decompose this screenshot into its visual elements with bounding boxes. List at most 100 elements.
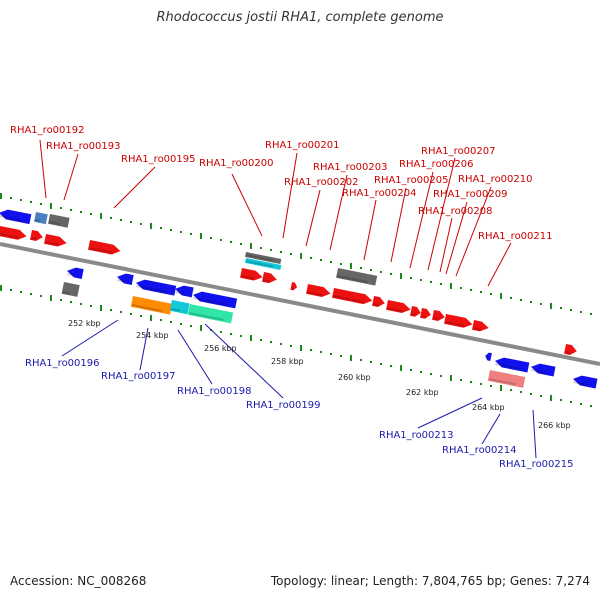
gene-ro00197-orange-shade [132, 304, 163, 313]
scale-dot [220, 239, 222, 241]
gene-ro00200-cyan [245, 258, 282, 270]
gene-left-5-shape [30, 230, 43, 241]
scale-dot [130, 313, 132, 315]
gene-right-1-shape [564, 344, 577, 355]
scale-dot [530, 393, 532, 395]
scale-dot [410, 277, 412, 279]
gene-ro00209b [432, 310, 445, 321]
scale-dot [420, 371, 422, 373]
scale-dot [90, 213, 92, 215]
top-gene-connector [329, 174, 348, 251]
scale-dot [490, 385, 492, 387]
kbp-tick-label: 258 kbp [271, 357, 304, 366]
gene-left-5 [30, 230, 43, 241]
gene-ro00214-pink-shade [489, 378, 516, 386]
gene-ro00198-cyan-shape [169, 300, 190, 315]
gene-right-2 [485, 352, 492, 362]
gene-ro00211-shade [473, 327, 481, 331]
scale-dot [70, 301, 72, 303]
top-gene-label: RHA1_ro00203 [313, 162, 388, 173]
gene-ro00197 [175, 285, 194, 298]
gene-ro00207 [386, 300, 411, 313]
gene-ro00204 [306, 284, 331, 297]
top-gene-connector [487, 242, 512, 287]
gene-ro00213-shape [495, 357, 530, 373]
gene-right-2-shape [485, 352, 492, 362]
gene-ro00204-shape [306, 284, 331, 297]
top-gene-label: RHA1_ro00205 [374, 175, 449, 186]
scale-dot [80, 211, 82, 213]
scale-dot [460, 287, 462, 289]
gene-ro00206 [372, 296, 385, 307]
scale-dot [420, 279, 422, 281]
gene-ro00201-shape [240, 268, 263, 281]
gene-ro00199-green-shade [189, 312, 224, 321]
gene-left-5-shade [31, 237, 37, 241]
scale-dot [440, 283, 442, 285]
gene-left-4-shape [0, 226, 27, 240]
scale-dot [460, 379, 462, 381]
top-gene-connector [282, 152, 298, 239]
scale-dot [540, 395, 542, 397]
gene-ro00200-grey-shape [245, 252, 282, 264]
gene-ro00207-shape [386, 300, 411, 313]
scale-dot [180, 231, 182, 233]
scale-dot [290, 345, 292, 347]
bottom-gene-connector [204, 323, 284, 399]
scale-dot [140, 315, 142, 317]
scale-dot [450, 283, 452, 289]
scale-dot [10, 197, 12, 199]
gene-ro00196 [117, 273, 134, 285]
top-gene-connector [455, 186, 492, 277]
gene-left-8 [67, 267, 84, 279]
gene-ro00215-shade [573, 381, 589, 386]
map-title: Rhodococcus jostii RHA1, complete genome [156, 10, 444, 25]
scale-dot [430, 281, 432, 283]
scale-dot [60, 299, 62, 301]
gene-ro00210 [444, 314, 473, 328]
scale-dot [320, 259, 322, 261]
gene-ro00196-shape [117, 273, 134, 285]
scale-dot [120, 219, 122, 221]
gene-ro00210-shape [444, 314, 473, 328]
gene-ro00202b-shape [290, 282, 298, 291]
kbp-tick-label: 266 kbp [538, 421, 571, 430]
scale-dot [190, 325, 192, 327]
scale-dot [10, 289, 12, 291]
scale-dot [30, 293, 32, 295]
gene-ro00202-shade [263, 279, 270, 283]
scale-dot [30, 201, 32, 203]
scale-dot [80, 303, 82, 305]
gene-ro00197-orange [130, 296, 173, 315]
gene-ro00200-cyan-shape [245, 258, 282, 270]
gene-ro00208-shape [410, 306, 421, 317]
gene-ro00204-shade [307, 291, 323, 296]
top-gene-connector [39, 139, 47, 199]
scale-dot [510, 389, 512, 391]
gene-left-2-shape [34, 212, 48, 225]
top-gene-connector [409, 171, 434, 269]
gene-ro00196b [136, 279, 177, 296]
scale-dot [360, 359, 362, 361]
scale-dot [490, 293, 492, 295]
scale-dot [230, 333, 232, 335]
gene-ro00211 [472, 320, 489, 332]
gene-ro00202b-shade [291, 287, 294, 290]
gene-ro00199-green-shape [187, 304, 234, 324]
gene-left-1-shape [0, 209, 32, 225]
gene-ro00214-pink [487, 370, 526, 388]
gene-ro00203-shape [336, 268, 378, 286]
gene-ro00197-orange-shape [130, 296, 173, 315]
gene-left-9 [61, 282, 80, 297]
kbp-tick-label: 262 kbp [406, 388, 439, 397]
gene-ro00215-shape [573, 375, 598, 389]
top-gene-label: RHA1_ro00206 [399, 159, 474, 170]
top-gene-label: RHA1_ro00192 [10, 125, 85, 136]
gene-ro00214-pink-shape [487, 370, 526, 388]
gene-ro00209b-shape [432, 310, 445, 321]
gene-left-6 [44, 234, 67, 247]
gene-ro00209-shape [420, 308, 431, 319]
scale-dot [580, 311, 582, 313]
scale-dot [20, 199, 22, 201]
scale-dot [150, 223, 152, 229]
